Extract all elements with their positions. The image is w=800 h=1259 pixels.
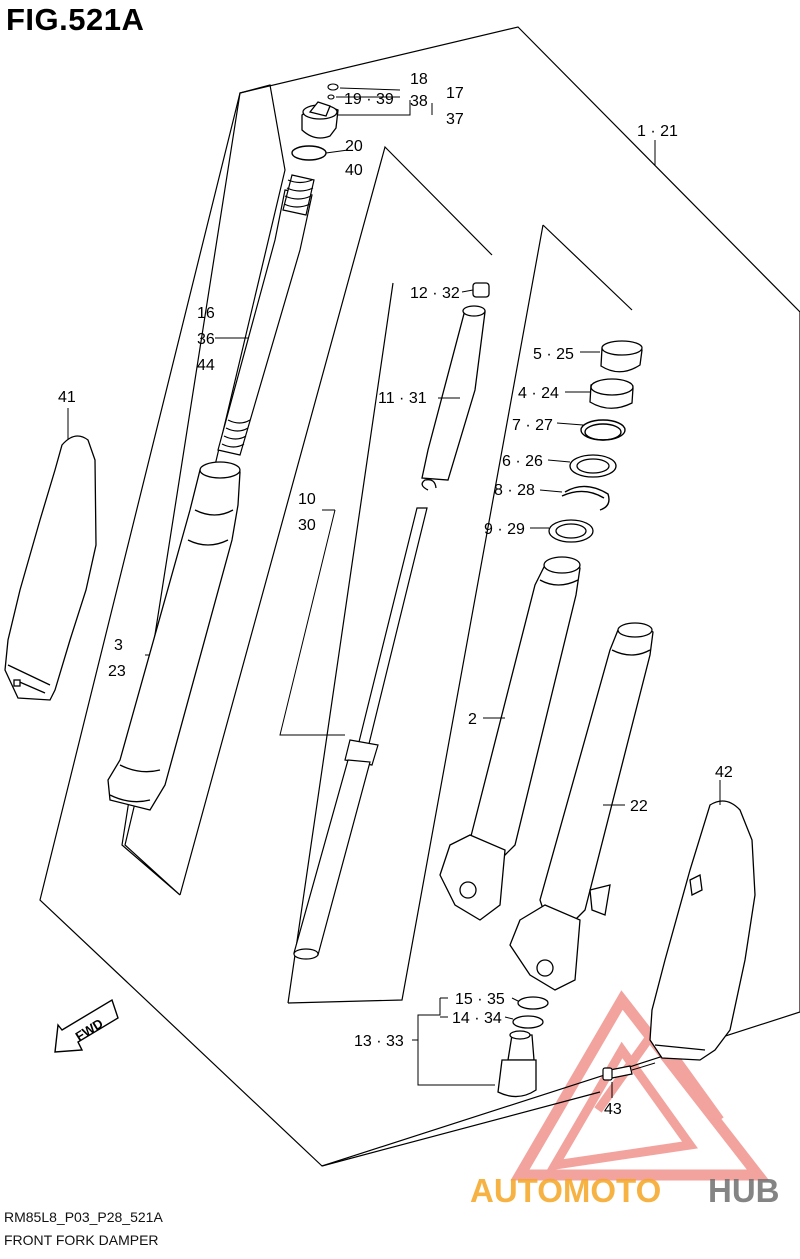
callout-11-31: 11 · 31	[378, 390, 427, 407]
outer-assembly-frame	[39, 26, 800, 1167]
fork-guard-42	[649, 800, 756, 1061]
slide-bushing-4	[589, 378, 634, 409]
callout-7-27: 7 · 27	[512, 417, 553, 434]
callout-3: 3	[114, 637, 123, 654]
callout-41: 41	[58, 389, 76, 406]
damper-rod-10	[293, 507, 428, 960]
callout-30: 30	[298, 517, 316, 534]
damper-rod-frame-left	[287, 282, 394, 1004]
callout-15-35: 15 · 35	[455, 991, 505, 1008]
bolt-18	[327, 83, 339, 100]
spring-assembly-frame	[121, 84, 286, 896]
callout-4-24: 4 · 24	[518, 385, 559, 402]
inner-tube-22	[509, 622, 654, 991]
callout-10: 10	[298, 491, 316, 508]
callout-40: 40	[345, 162, 363, 179]
callout-2: 2	[468, 711, 477, 728]
watermark-text: AUTOMOTO HUB	[470, 1172, 780, 1209]
assembly-frames	[39, 26, 800, 1167]
watermark-automoto: AUTOMOTO	[470, 1172, 661, 1209]
watermark-hub: HUB	[708, 1172, 780, 1209]
o-ring-14	[512, 1015, 544, 1029]
callout-37: 37	[446, 111, 464, 128]
washer-7	[580, 419, 626, 441]
callout-19-39: 19 · 39	[344, 91, 394, 108]
slide-bushing-5	[600, 340, 643, 373]
base-valve-13	[497, 1030, 537, 1098]
callout-1-21: 1 · 21	[637, 123, 678, 140]
outer-tube-3	[107, 461, 241, 811]
callout-8-28: 8 · 28	[494, 482, 535, 499]
figure-title: FIG.521A	[6, 2, 145, 37]
callout-42: 42	[715, 764, 733, 781]
o-ring-20	[291, 145, 327, 161]
damper-rod-frame	[179, 145, 493, 896]
cartridge-frame-bottom	[321, 1091, 601, 1167]
stopper-ring-8	[561, 485, 610, 511]
snap-ring-11	[421, 479, 437, 491]
callout-38: 38	[410, 93, 428, 110]
callout-44: 44	[197, 357, 215, 374]
fwd-arrow: FWD	[54, 998, 119, 1053]
callout-5-25: 5 · 25	[533, 346, 574, 363]
top-cap-17	[301, 101, 339, 139]
callout-43: 43	[604, 1101, 622, 1118]
callout-36: 36	[197, 331, 215, 348]
callout-18: 18	[410, 71, 428, 88]
inner-tube-2	[439, 556, 581, 921]
callout-9-29: 9 · 29	[484, 521, 525, 538]
outer-tube-frame-left	[287, 224, 544, 1004]
callout-14-34: 14 · 34	[452, 1010, 502, 1027]
figure-name: FRONT FORK DAMPER	[4, 1232, 159, 1248]
callout-17: 17	[446, 85, 464, 102]
callout-23: 23	[108, 663, 126, 680]
callout-12-32: 12 · 32	[410, 285, 460, 302]
o-ring-15	[517, 996, 549, 1010]
bolt-43	[602, 1065, 633, 1081]
callout-labels: 1 · 21 18 19 · 39 38 17 37 20 40 16 36 4…	[58, 71, 733, 1118]
leader-lines	[67, 87, 721, 1098]
callout-16: 16	[197, 305, 215, 322]
figure-code: RM85L8_P03_P28_521A	[4, 1209, 163, 1225]
callout-6-26: 6 · 26	[502, 453, 543, 470]
oil-seal-6	[569, 454, 617, 478]
callout-22: 22	[630, 798, 648, 815]
fork-guard-41	[4, 435, 97, 701]
outer-tube-frame	[542, 224, 633, 311]
callout-20: 20	[345, 138, 363, 155]
fork-spring-16	[217, 174, 315, 456]
cylinder-11	[421, 282, 490, 481]
dust-seal-9	[548, 519, 594, 543]
callout-13-33: 13 · 33	[354, 1033, 404, 1050]
